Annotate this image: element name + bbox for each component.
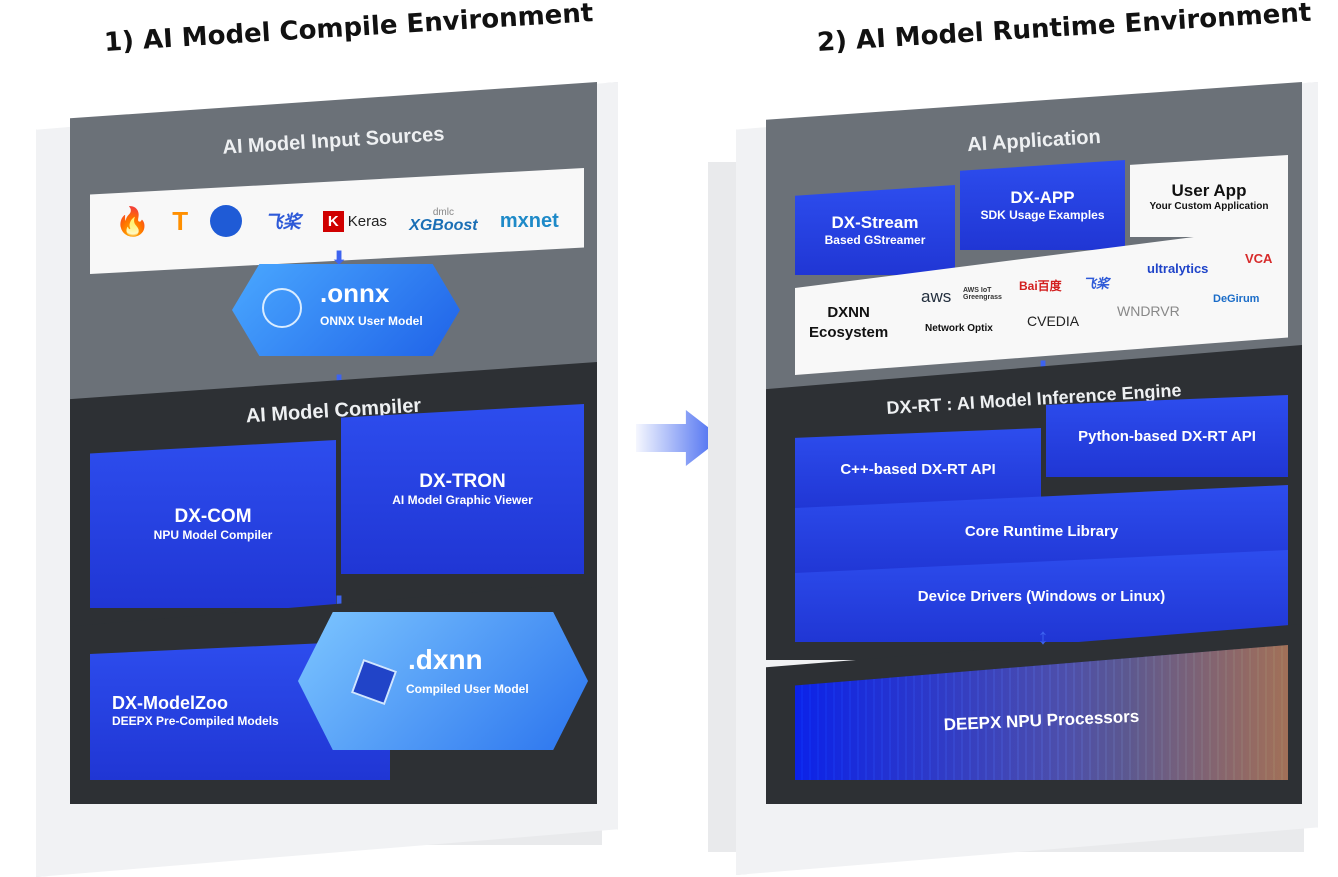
input-sources-header: AI Model Input Sources: [221, 123, 446, 159]
onnx-runtime-icon: [210, 205, 243, 237]
onnx-model-hex: .onnx ONNX User Model: [232, 264, 460, 356]
dx-com-title: DX-COM: [174, 506, 252, 527]
mxnet-icon: mxnet: [499, 209, 559, 232]
dx-tron-card: DX-TRON AI Model Graphic Viewer: [341, 404, 584, 574]
keras-badge: K: [322, 210, 344, 232]
dx-stream-title: DX-Stream: [831, 213, 919, 232]
user-app-card: User App Your Custom Application: [1130, 155, 1288, 237]
keras-label: Keras: [347, 212, 387, 230]
dx-tron-title: DX-TRON: [419, 471, 506, 492]
core-runtime-label: Core Runtime Library: [964, 522, 1119, 540]
dx-app-card: DX-APP SDK Usage Examples: [960, 160, 1125, 250]
cvedia-logo-icon: CVEDIA: [1027, 313, 1080, 329]
keras-icon: K Keras: [322, 210, 387, 232]
dxnn-ext: .dxnn: [408, 644, 483, 675]
paddle-logo-icon: 飞桨: [1083, 276, 1110, 291]
cube-icon: [350, 658, 398, 706]
user-app-subtitle: Your Custom Application: [1149, 200, 1269, 212]
xgboost-icon: dmlc XGBoost: [409, 208, 477, 234]
dxnn-model-hex: .dxnn Compiled User Model: [298, 612, 588, 750]
tensorflow-icon: T: [172, 205, 189, 236]
ultralytics-logo-icon: ultralytics: [1147, 261, 1209, 276]
device-drivers-label: Device Drivers (Windows or Linux): [917, 587, 1166, 605]
python-api-card: Python-based DX-RT API: [1046, 395, 1288, 477]
dx-com-subtitle: NPU Model Compiler: [153, 528, 273, 542]
dx-app-subtitle: SDK Usage Examples: [980, 208, 1105, 222]
python-api-label: Python-based DX-RT API: [1078, 427, 1256, 445]
aws-logo-icon: aws: [921, 287, 952, 306]
ecosystem-label-line1: DXNN: [827, 304, 870, 321]
user-app-title: User App: [1171, 180, 1247, 200]
cpp-api-card: C++-based DX-RT API: [795, 428, 1041, 510]
bidirectional-arrow-icon: ↕: [1037, 624, 1049, 649]
dxnn-label: Compiled User Model: [406, 682, 529, 696]
greengrass-logo-icon: AWS IoT Greengrass: [963, 287, 1002, 301]
paddle-icon: 飞桨: [264, 212, 301, 232]
xgboost-label: XGBoost: [409, 217, 478, 234]
right-title: 2) AI Model Runtime Environment: [816, 0, 1313, 58]
ecosystem-label-line2: Ecosystem: [809, 323, 889, 341]
onnx-label: ONNX User Model: [320, 314, 423, 328]
left-title: 1) AI Model Compile Environment: [103, 0, 595, 58]
dx-stream-card: DX-Stream Based GStreamer: [795, 185, 955, 275]
dx-stream-subtitle: Based GStreamer: [824, 233, 926, 247]
onnx-ext: .onnx: [320, 278, 390, 308]
dx-com-card: DX-COM NPU Model Compiler: [90, 440, 336, 608]
pytorch-icon: 🔥: [115, 205, 150, 237]
dx-app-title: DX-APP: [1010, 188, 1075, 207]
dx-tron-subtitle: AI Model Graphic Viewer: [392, 493, 533, 507]
network-icon: [262, 288, 302, 328]
ecosystem-label: DXNN Ecosystem: [809, 303, 888, 342]
arrow-down-icon: ⬇: [331, 248, 347, 268]
wndrvr-logo-icon: WNDRVR: [1117, 303, 1180, 319]
baidu-logo-icon: Bai百度: [1019, 279, 1062, 293]
xgboost-small: dmlc: [432, 207, 454, 218]
network-optix-logo-icon: Network Optix: [925, 323, 993, 334]
modelzoo-title: DX-ModelZoo: [112, 692, 228, 713]
cpp-api-label: C++-based DX-RT API: [840, 460, 996, 478]
vca-logo-icon: VCA: [1245, 251, 1273, 266]
degirum-logo-icon: DeGirum: [1213, 293, 1260, 305]
modelzoo-subtitle: DEEPX Pre-Compiled Models: [112, 713, 279, 728]
